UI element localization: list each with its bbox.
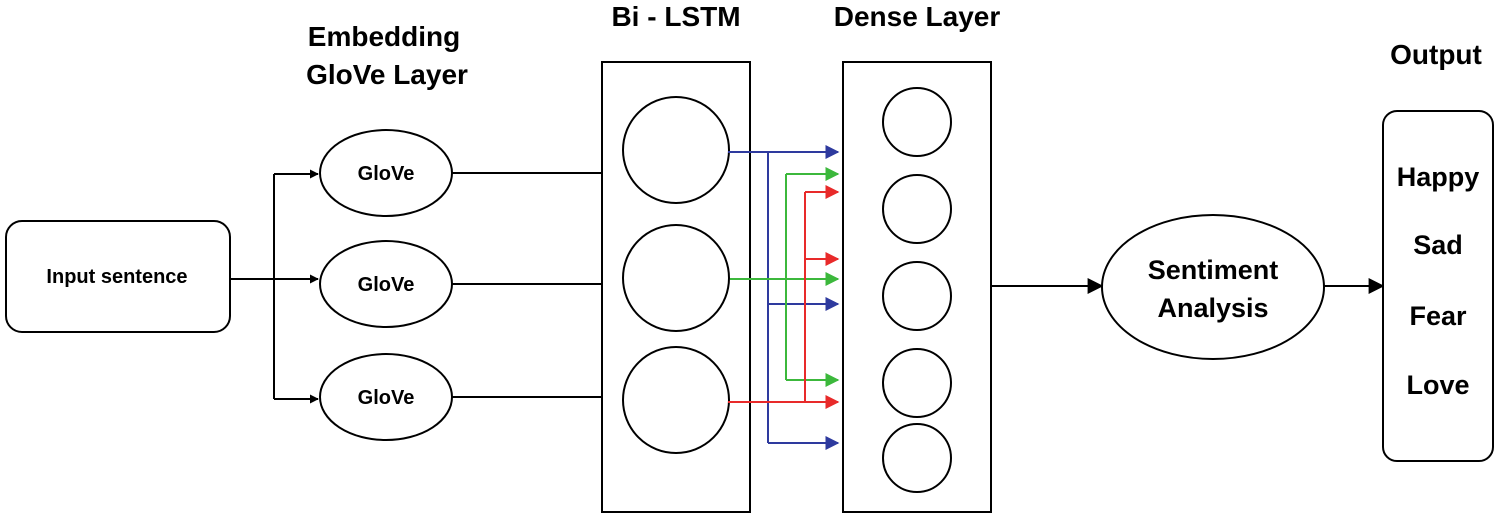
output-box: Happy Sad Fear Love — [1382, 110, 1494, 462]
dense-unit-5 — [882, 423, 952, 493]
red-connections — [728, 185, 840, 409]
dense-unit-2 — [882, 174, 952, 244]
bilstm-layer — [601, 61, 751, 513]
dense-layer — [842, 61, 992, 513]
output-love: Love — [1406, 370, 1469, 400]
bilstm-unit-3 — [622, 346, 730, 454]
glove-node-2-label: GloVe — [358, 274, 415, 296]
glove-node-2: GloVe — [319, 240, 453, 328]
green-connections — [730, 167, 840, 387]
glove-node-1: GloVe — [319, 129, 453, 217]
dense-unit-3 — [882, 261, 952, 331]
glove-to-bilstm-connectors — [452, 172, 602, 398]
embedding-heading-line2: GloVe Layer — [306, 59, 468, 90]
sentiment-analysis-node: Sentiment Analysis — [1101, 214, 1325, 360]
glove-node-1-label: GloVe — [358, 163, 415, 185]
embedding-heading-line1: Embedding — [308, 21, 460, 52]
dense-unit-4 — [882, 348, 952, 418]
input-sentence-label: Input sentence — [46, 266, 187, 288]
input-sentence-node: Input sentence — [5, 220, 231, 333]
sentiment-label-line2: Analysis — [1157, 293, 1268, 323]
bilstm-unit-2 — [622, 224, 730, 332]
output-sad: Sad — [1413, 230, 1463, 260]
output-heading: Output — [1390, 39, 1482, 70]
output-happy: Happy — [1397, 162, 1480, 192]
glove-node-3-label: GloVe — [358, 387, 415, 409]
input-to-glove-connectors — [230, 169, 319, 404]
bilstm-heading: Bi - LSTM — [611, 1, 740, 32]
bilstm-unit-1 — [622, 96, 730, 204]
sentiment-label-line1: Sentiment — [1148, 255, 1279, 285]
glove-node-3: GloVe — [319, 353, 453, 441]
dense-layer-heading: Dense Layer — [834, 1, 1001, 32]
blue-connections — [728, 145, 840, 450]
dense-unit-1 — [882, 87, 952, 157]
output-fear: Fear — [1409, 301, 1467, 331]
